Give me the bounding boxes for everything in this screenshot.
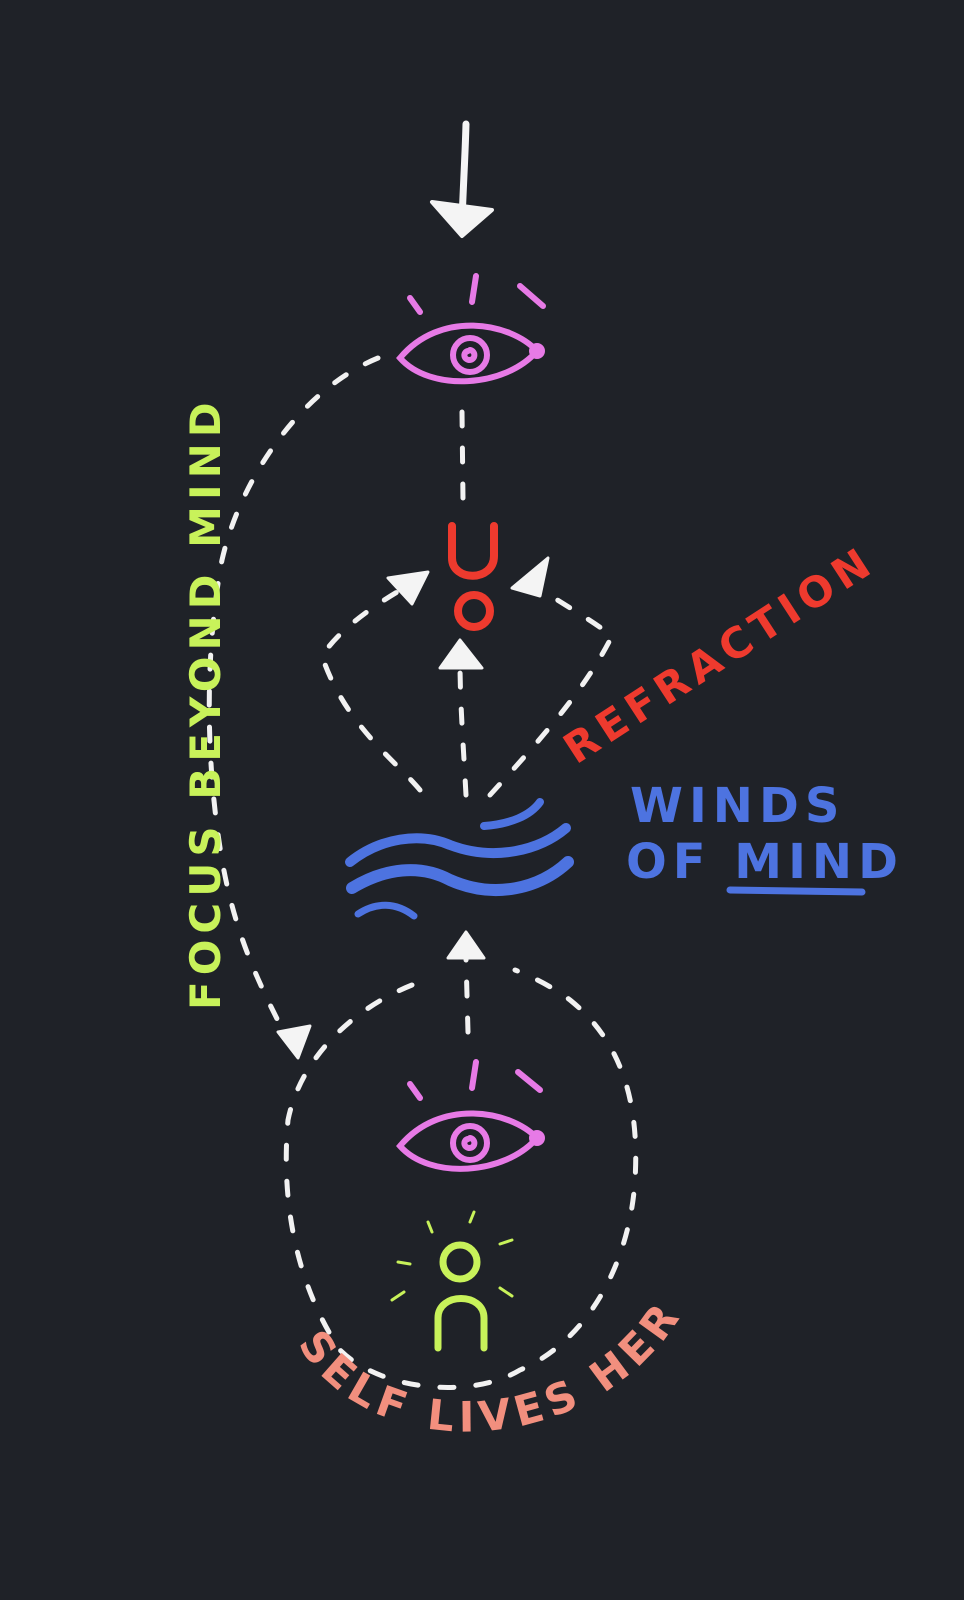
arrowhead-icon [386, 570, 430, 606]
winds-underline [726, 886, 866, 896]
person-icon [390, 1210, 514, 1352]
arrowhead-icon [510, 556, 550, 598]
winds-label-line1: WINDS [630, 778, 845, 834]
arrowhead-icon [276, 1024, 312, 1060]
u-symbol-icon [448, 522, 498, 631]
eye-icon [396, 1059, 545, 1172]
focus-beyond-mind-label: FOCUS BEYOND MIND [181, 396, 230, 1010]
arrowhead-icon [446, 930, 486, 960]
winds-icon [345, 798, 574, 920]
down-arrow-icon [430, 120, 494, 238]
eye-icon [396, 273, 546, 385]
arrowhead-icon [438, 638, 484, 670]
winds-label-line2: OF MIND [626, 834, 904, 890]
